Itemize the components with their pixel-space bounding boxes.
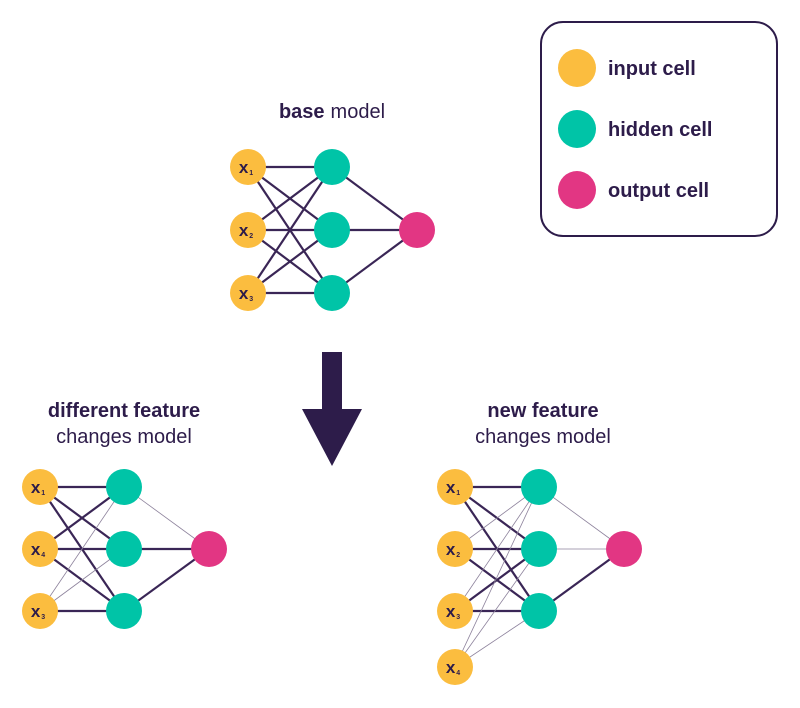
base-input-label-2: x2 bbox=[239, 221, 253, 240]
base-hidden-node-2 bbox=[314, 212, 350, 248]
different-edge-in3-hid1 bbox=[39, 486, 125, 612]
different-input-node-3 bbox=[22, 593, 58, 629]
legend-hidden-label: hidden cell bbox=[608, 119, 712, 141]
legend-hidden-swatch bbox=[558, 110, 596, 148]
new-feature-title: new feature bbox=[487, 400, 598, 422]
base-output-node bbox=[399, 212, 435, 248]
new-feature-subtitle: changes model bbox=[475, 426, 611, 448]
base-model-title: base model bbox=[279, 101, 385, 123]
base-edge-in3-hid1 bbox=[247, 166, 333, 294]
newfeat-input-label-1: x1 bbox=[446, 478, 460, 497]
base-input-node-1 bbox=[230, 149, 266, 185]
different-input-label-2: x4 bbox=[31, 540, 45, 559]
base-title-rest: model bbox=[331, 101, 385, 123]
different-input-label-3: x3 bbox=[31, 602, 45, 621]
different-feature-title: different feature bbox=[48, 400, 200, 422]
newfeat-connections bbox=[454, 485, 625, 668]
newfeat-input-label-3: x3 bbox=[446, 602, 460, 621]
different-hidden-node-1 bbox=[106, 469, 142, 505]
base-hidden-node-3 bbox=[314, 275, 350, 311]
base-input-label-3: x3 bbox=[239, 284, 253, 303]
different-feature-subtitle: changes model bbox=[56, 426, 192, 448]
newfeat-input-node-1 bbox=[437, 469, 473, 505]
different-hidden-node-2 bbox=[106, 531, 142, 567]
base-input-node-3 bbox=[230, 275, 266, 311]
newfeat-edge-in4-hid1 bbox=[454, 486, 540, 668]
newfeat-input-label-4: x4 bbox=[446, 658, 460, 677]
newfeat-output-node bbox=[606, 531, 642, 567]
base-input-label-1: x1 bbox=[239, 158, 253, 177]
legend-input-swatch bbox=[558, 49, 596, 87]
newfeat-input-node-4 bbox=[437, 649, 473, 685]
legend-output-swatch bbox=[558, 171, 596, 209]
newfeat-hidden-node-3 bbox=[521, 593, 557, 629]
newfeat-input-label-2: x2 bbox=[446, 540, 460, 559]
different-input-label-1: x1 bbox=[31, 478, 45, 497]
newfeat-edge-in3-hid1 bbox=[454, 486, 540, 612]
new-feature-network: x1 x2 x3 x4 bbox=[437, 469, 642, 685]
base-network: x1 x2 x3 bbox=[230, 149, 435, 311]
different-feature-network: x1 x4 x3 bbox=[22, 469, 227, 629]
base-title-bold: base bbox=[279, 101, 325, 123]
base-input-node-2 bbox=[230, 212, 266, 248]
base-hidden-node-1 bbox=[314, 149, 350, 185]
down-arrow-icon bbox=[302, 352, 362, 466]
different-hidden-node-3 bbox=[106, 593, 142, 629]
newfeat-input-node-3 bbox=[437, 593, 473, 629]
newfeat-hidden-node-1 bbox=[521, 469, 557, 505]
legend-box bbox=[540, 21, 778, 237]
newfeat-hidden-node-2 bbox=[521, 531, 557, 567]
different-input-node-2 bbox=[22, 531, 58, 567]
legend: input cell hidden cell output cell bbox=[540, 21, 778, 237]
different-input-node-1 bbox=[22, 469, 58, 505]
different-output-node bbox=[191, 531, 227, 567]
newfeat-edge-in4-hid2 bbox=[454, 548, 540, 668]
legend-output-label: output cell bbox=[608, 180, 709, 202]
newfeat-input-node-2 bbox=[437, 531, 473, 567]
legend-input-label: input cell bbox=[608, 58, 696, 80]
